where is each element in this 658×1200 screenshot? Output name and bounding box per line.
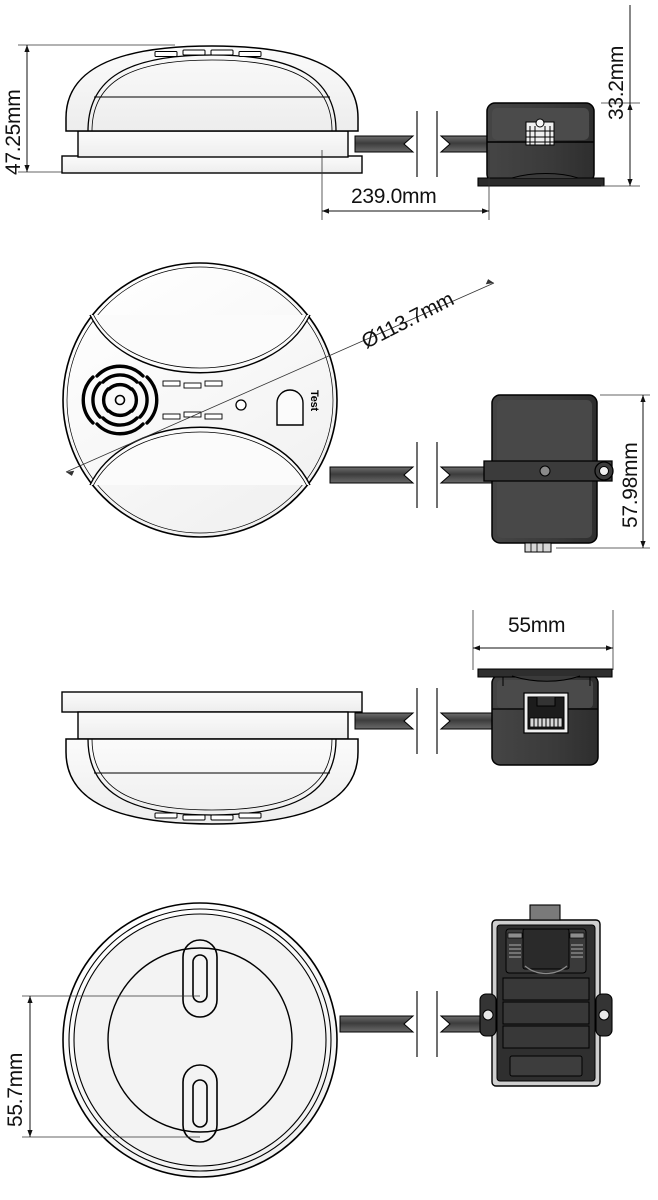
dim-arrow-module-width [472,610,614,670]
cable-break-symbol-3 [416,688,438,754]
plan-vent-slots [162,380,223,420]
detector-side-body-inverted [61,691,363,825]
cable-segment-left-3 [354,712,415,730]
cable-break-symbol-4 [416,991,438,1057]
keyhole-slot-bottom [182,1064,218,1143]
dim-arrow-height-detector [24,45,30,172]
led-indicator [235,399,247,411]
detector-side-body [61,45,363,174]
view-front-elevation [18,5,640,220]
base-inner-circle [107,947,293,1133]
keyhole-slot-top [182,939,218,1018]
view-rear-elevation [61,610,614,825]
view-top-plan [62,262,650,553]
detector-inner-circle [66,266,334,534]
cable-break-symbol [416,111,438,177]
base-ring-2 [73,913,327,1167]
module-mounting-ears [479,993,613,1037]
sensor-module-rear [477,668,613,766]
rj45-latch-detail [505,928,587,975]
sensor-module-bottom [479,904,613,1087]
dim-label-mount-spacing: 55.7mm [4,1052,27,1127]
cable-segment-left-2 [329,466,415,484]
lower-lens-segment [89,426,311,487]
dim-arrow-module-height [556,394,650,549]
cable-segment-left [354,135,415,153]
dim-label-module-width: 55mm [508,614,566,637]
dim-arrow-cable-length [321,150,490,220]
cable-segment-left-4 [339,1015,415,1033]
test-button[interactable] [276,389,304,426]
sensor-module-side [483,394,614,553]
dim-label-height-detector: 47.25mm [2,89,25,175]
dim-arrow-mount-spacing [22,995,200,1138]
sensor-module-front [477,102,605,187]
view-bottom-plan [22,902,613,1178]
dim-arrow-height-module [601,5,640,187]
rj45-jack [523,692,569,734]
dim-leader-diameter [65,279,495,476]
cable-segment-right-3 [439,712,498,730]
cable-break-symbol-2 [416,442,438,508]
upper-lens-segment [89,313,311,374]
test-button-label: Test [308,390,320,412]
dim-label-height-module: 33.2mm [605,45,628,120]
dim-label-module-height: 57.98mm [619,442,642,528]
sensor-grille [525,118,555,146]
base-ring-1 [68,908,332,1172]
sounder-icon [81,364,159,436]
cable-segment-right [439,135,493,153]
dim-label-cable-length: 239.0mm [351,185,437,208]
